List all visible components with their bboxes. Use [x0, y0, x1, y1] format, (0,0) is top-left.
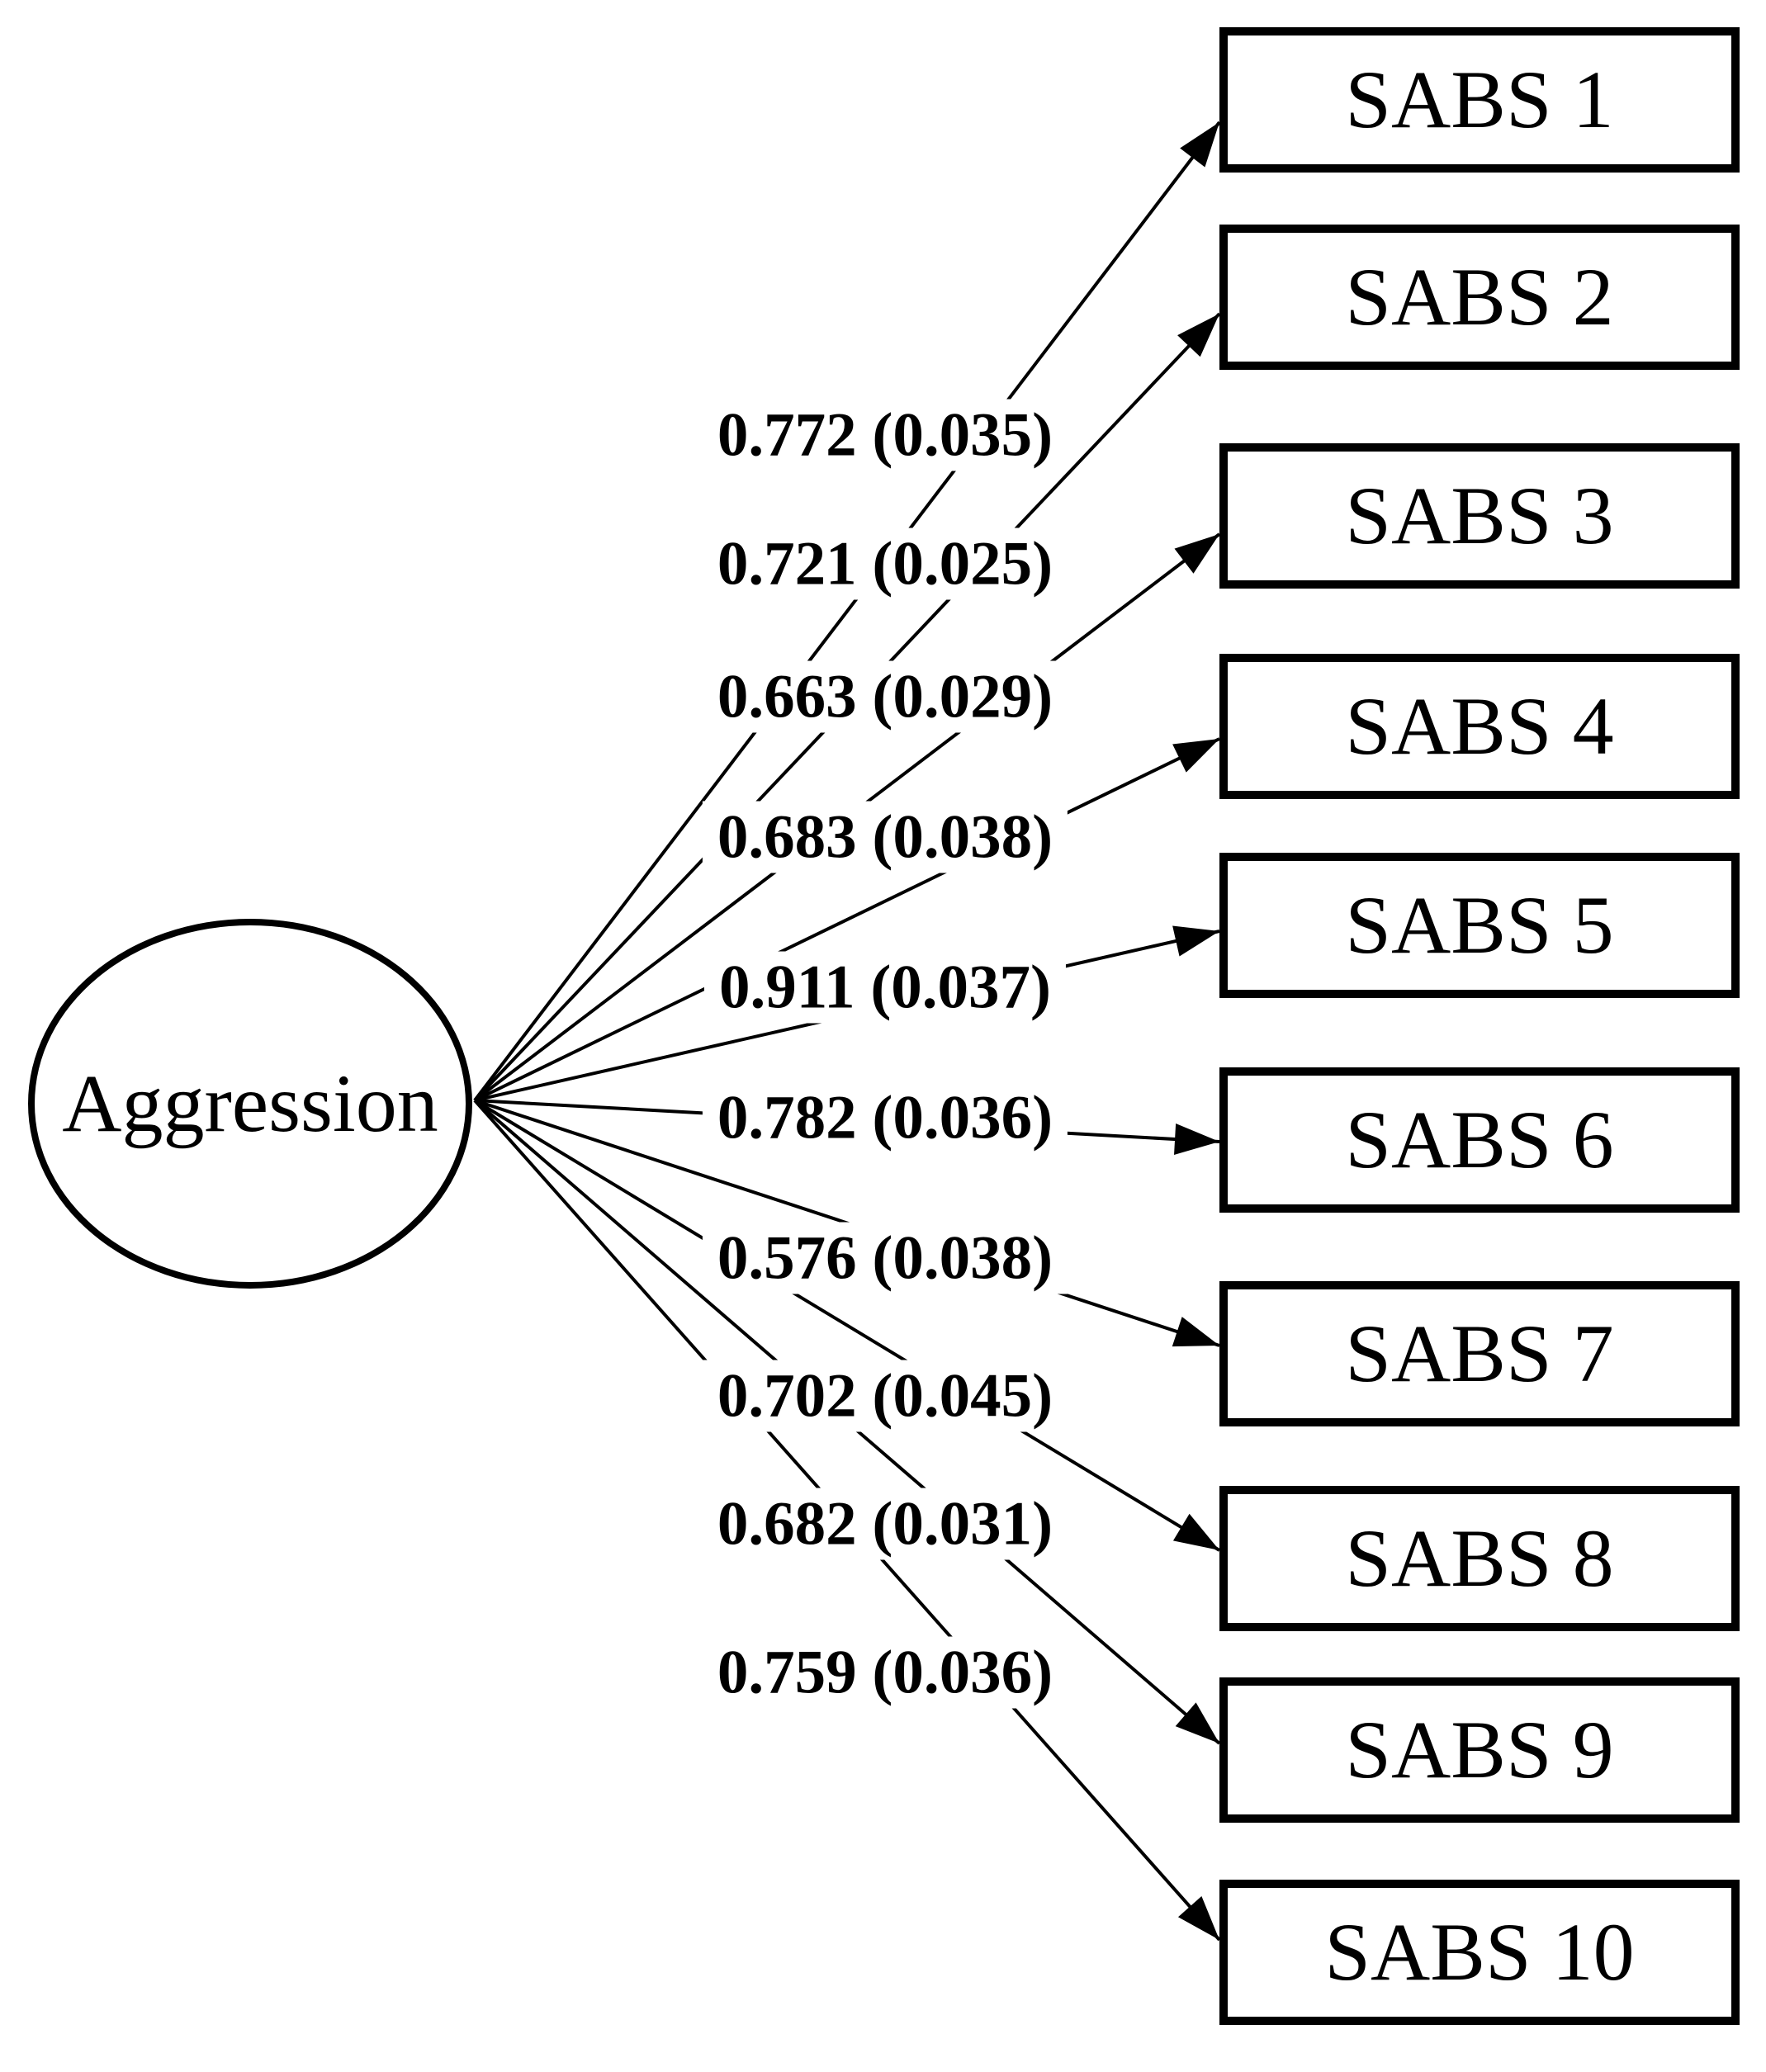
- indicator-box-sabs-4: SABS 4: [1219, 654, 1740, 799]
- arrow-line-sabs-1: [473, 121, 1221, 1102]
- indicator-box-sabs-5: SABS 5: [1219, 853, 1740, 998]
- loading-label-sabs-10: 0.759 (0.036): [702, 1636, 1068, 1709]
- loading-label-sabs-6: 0.782 (0.036): [702, 1081, 1068, 1154]
- indicator-box-sabs-6: SABS 6: [1219, 1067, 1740, 1213]
- indicator-label: SABS 10: [1324, 1906, 1635, 1998]
- indicator-box-sabs-3: SABS 3: [1219, 443, 1740, 589]
- arrow-line-sabs-4: [474, 737, 1220, 1102]
- indicator-label: SABS 9: [1345, 1704, 1614, 1795]
- loading-label-sabs-4: 0.683 (0.038): [702, 801, 1068, 873]
- latent-ellipse: Aggression: [28, 919, 472, 1289]
- indicator-label: SABS 3: [1345, 470, 1614, 561]
- indicator-box-sabs-9: SABS 9: [1219, 1677, 1740, 1823]
- latent-label: Aggression: [62, 1057, 438, 1149]
- indicator-label: SABS 1: [1345, 54, 1614, 145]
- loading-label-sabs-8: 0.702 (0.045): [702, 1360, 1068, 1432]
- loading-label-sabs-5: 0.911 (0.037): [703, 951, 1067, 1024]
- indicator-label: SABS 8: [1345, 1512, 1614, 1604]
- loading-label-sabs-7: 0.576 (0.038): [702, 1222, 1068, 1294]
- indicator-label: SABS 2: [1345, 251, 1614, 343]
- indicator-box-sabs-10: SABS 10: [1219, 1880, 1740, 2025]
- indicator-label: SABS 5: [1345, 879, 1614, 971]
- indicator-label: SABS 7: [1345, 1308, 1614, 1399]
- indicator-label: SABS 4: [1345, 680, 1614, 772]
- loading-label-sabs-1: 0.772 (0.035): [702, 399, 1068, 471]
- indicator-box-sabs-8: SABS 8: [1219, 1486, 1740, 1631]
- loading-label-sabs-9: 0.682 (0.031): [702, 1488, 1068, 1560]
- loading-label-sabs-2: 0.721 (0.025): [702, 527, 1068, 600]
- indicator-box-sabs-7: SABS 7: [1219, 1281, 1740, 1426]
- indicator-box-sabs-2: SABS 2: [1219, 225, 1740, 370]
- arrow-line-sabs-8: [473, 1099, 1221, 1552]
- indicator-label: SABS 6: [1345, 1094, 1614, 1185]
- loading-label-sabs-3: 0.663 (0.029): [702, 660, 1068, 733]
- indicator-box-sabs-1: SABS 1: [1219, 27, 1740, 173]
